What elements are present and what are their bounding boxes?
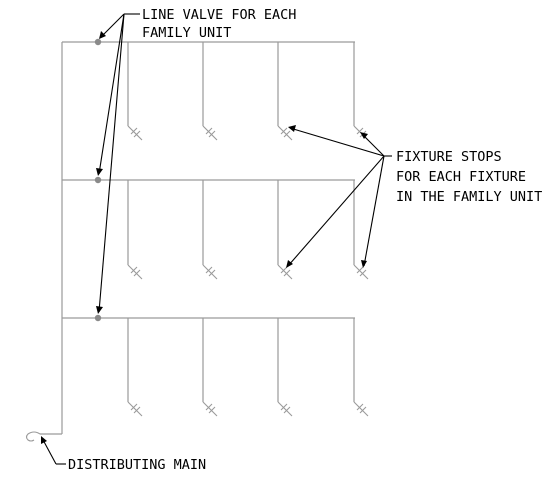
fixture-stop [127,125,143,141]
distributing-main-pipe [25,42,63,442]
fixture-stops-label-line-3: IN THE FAMILY UNIT [396,189,542,205]
fixture-stop [202,125,218,141]
fixture-stop [353,401,369,417]
branch-floor-1 [62,38,355,126]
branch-floor-3 [62,314,355,402]
fixture-stops [127,125,369,417]
fixture-stop [277,264,293,280]
fixture-stops-label-line-2: FOR EACH FIXTURE [396,169,526,185]
line-valve-leaders [96,13,140,314]
branch-floor-2 [62,176,355,265]
fixture-stop [353,264,369,280]
distributing-main-leader [41,436,66,465]
distributing-main-label: DISTRIBUTING MAIN [68,457,206,473]
fixture-stop [277,401,293,417]
fixture-stop [202,401,218,417]
line-valve-2 [94,176,102,184]
line-valve-label-line-1: LINE VALVE FOR EACH [142,7,296,23]
fixture-stop [202,264,218,280]
fixture-stop [127,401,143,417]
fixture-stops-label-line-1: FIXTURE STOPS [396,149,502,165]
line-valve-3 [94,314,102,322]
line-valve-1 [94,38,102,46]
line-valve-label-line-2: FAMILY UNIT [142,25,231,41]
fixture-stop [277,125,293,141]
fixture-stop-leaders [286,125,392,268]
fixture-stop [127,264,143,280]
